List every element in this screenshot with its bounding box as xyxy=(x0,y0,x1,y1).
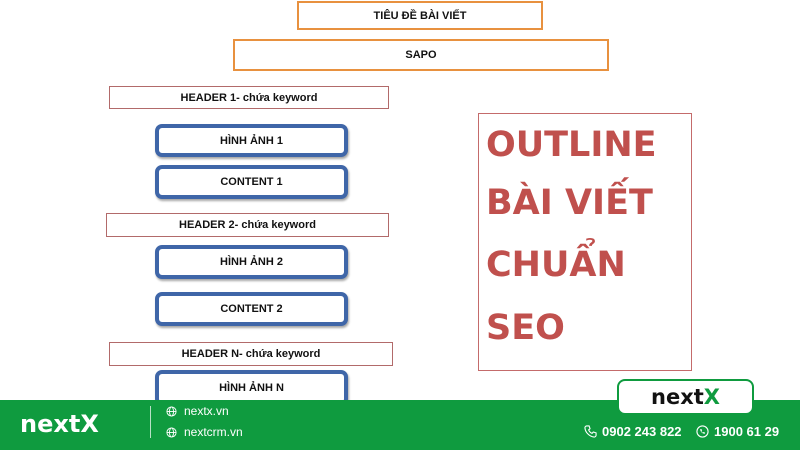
outline-title-panel: OUTLINE BÀI VIẾT CHUẨN SEO xyxy=(478,113,692,371)
globe-icon xyxy=(166,405,177,417)
content-1-box: CONTENT 1 xyxy=(155,165,348,199)
header-2-label: HEADER 2- chứa keyword xyxy=(179,219,316,231)
content-2-box: CONTENT 2 xyxy=(155,292,348,326)
brand-badge-prefix: next xyxy=(651,385,704,409)
footer-site-1-label: nextx.vn xyxy=(184,404,229,418)
header-1-box: HEADER 1- chứa keyword xyxy=(109,86,389,109)
footer-logo: nextX xyxy=(20,410,99,438)
brand-badge-suffix: X xyxy=(703,385,720,409)
footer-divider xyxy=(150,406,151,438)
phone-icon xyxy=(584,425,597,438)
footer-site-2[interactable]: nextcrm.vn xyxy=(166,425,243,439)
header-1-label: HEADER 1- chứa keyword xyxy=(180,91,318,104)
footer-phone-1-label: 0902 243 822 xyxy=(602,424,682,439)
image-n-label: HÌNH ẢNH N xyxy=(219,382,284,394)
sapo-box: SAPO xyxy=(233,39,609,71)
title-line-3: CHUẨN xyxy=(486,245,626,285)
header-n-label: HEADER N- chứa keyword xyxy=(181,348,321,360)
article-title-box: TIÊU ĐỀ BÀI VIẾT xyxy=(297,1,543,30)
article-title-label: TIÊU ĐỀ BÀI VIẾT xyxy=(373,9,467,22)
title-line-2: BÀI VIẾT xyxy=(486,183,653,223)
image-2-label: HÌNH ẢNH 2 xyxy=(220,256,283,268)
content-1-label: CONTENT 1 xyxy=(220,176,283,188)
header-n-box: HEADER N- chứa keyword xyxy=(109,342,393,366)
footer-phone-2-label: 1900 61 29 xyxy=(714,424,780,439)
globe-icon xyxy=(166,426,177,438)
image-1-label: HÌNH ẢNH 1 xyxy=(220,134,283,147)
footer-site-1[interactable]: nextx.vn xyxy=(166,404,229,418)
header-2-box: HEADER 2- chứa keyword xyxy=(106,213,389,237)
hotline-icon xyxy=(696,425,709,438)
image-2-box: HÌNH ẢNH 2 xyxy=(155,245,348,279)
sapo-label: SAPO xyxy=(405,49,437,61)
image-1-box: HÌNH ẢNH 1 xyxy=(155,124,348,157)
title-line-1: OUTLINE xyxy=(486,125,657,165)
footer-site-2-label: nextcrm.vn xyxy=(184,425,243,439)
footer-phone-1[interactable]: 0902 243 822 xyxy=(584,424,682,439)
footer-phone-2[interactable]: 1900 61 29 xyxy=(696,424,779,439)
title-line-4: SEO xyxy=(486,308,565,348)
content-2-label: CONTENT 2 xyxy=(220,303,283,315)
